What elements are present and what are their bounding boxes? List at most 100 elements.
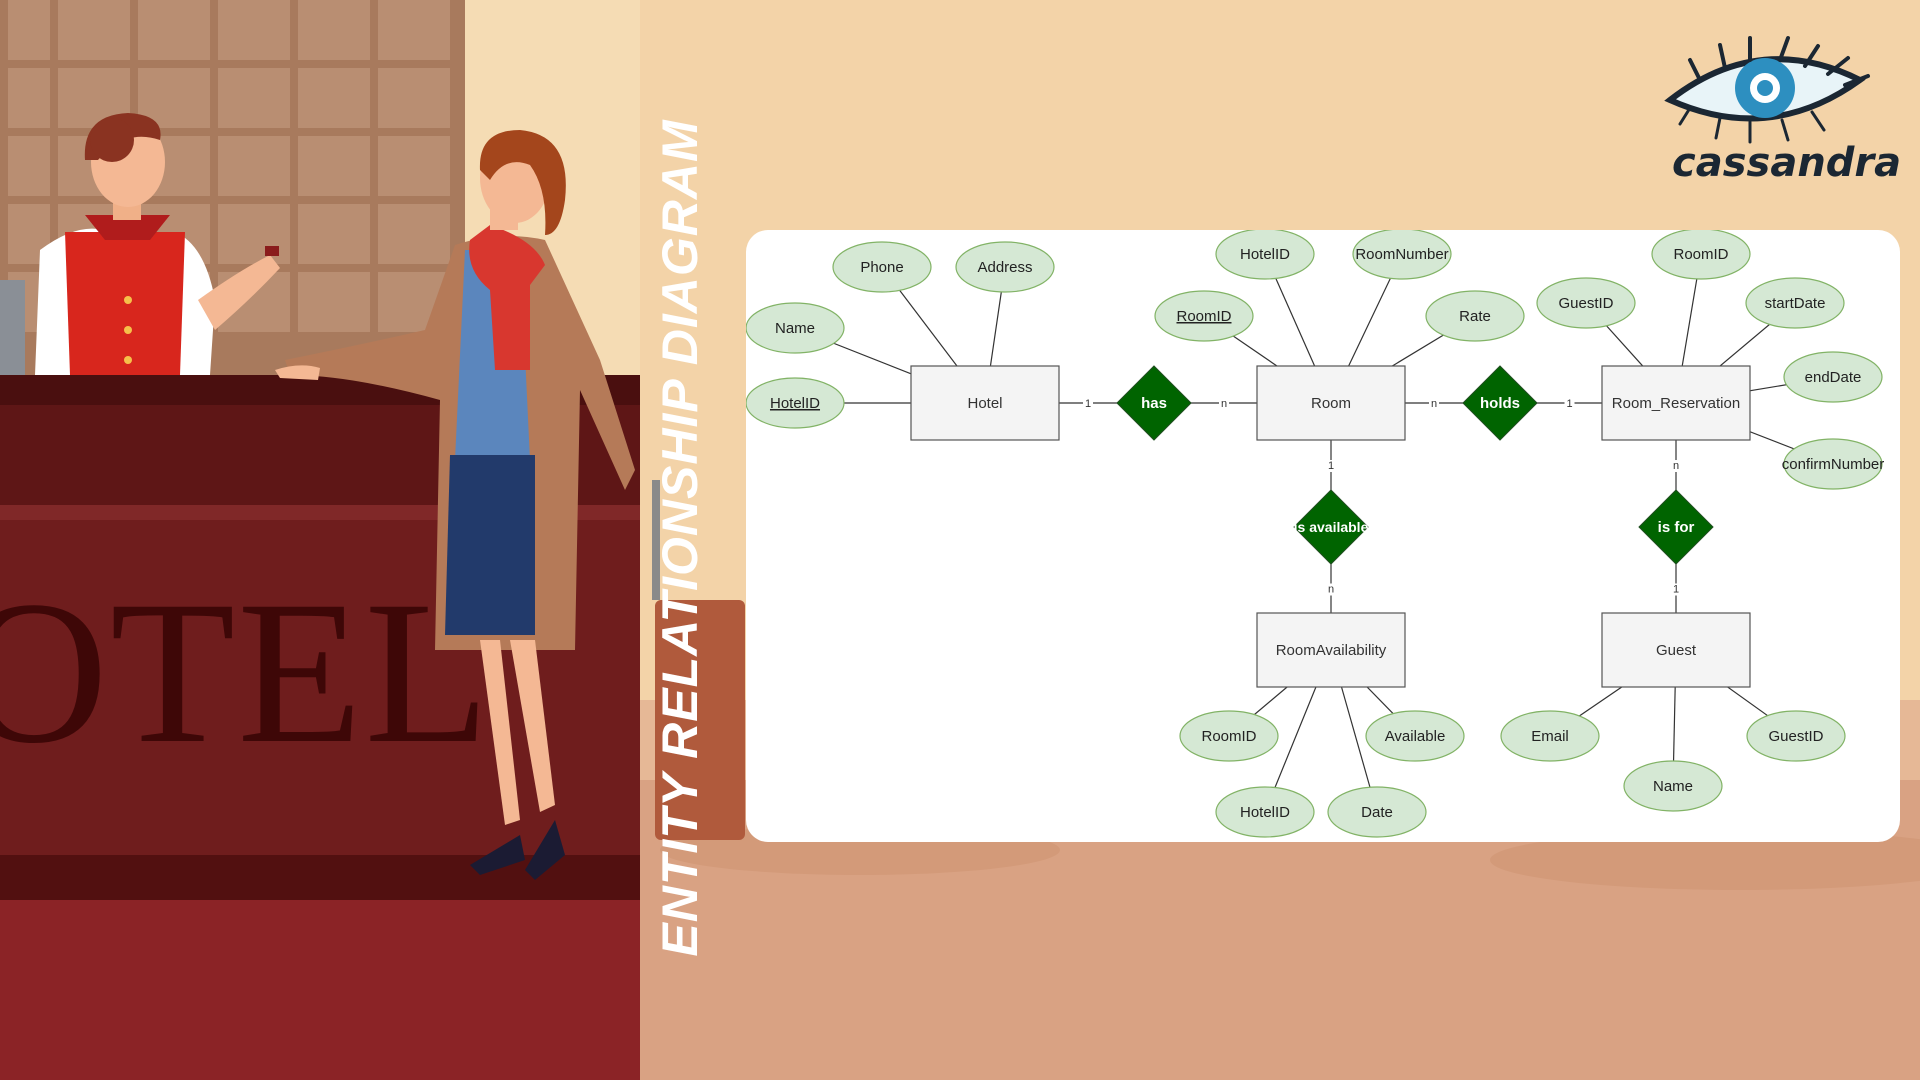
attribute-label: Rate (1459, 308, 1491, 325)
attribute-ellipse (1746, 710, 1846, 762)
entity-label: Guest (1656, 642, 1697, 659)
attribute-ellipse (1745, 277, 1845, 329)
hotel-sign-text: OTEL (0, 559, 492, 786)
relationship-diamond (1462, 365, 1538, 441)
entity-room: Room (1256, 365, 1406, 441)
entity-label: Room (1311, 395, 1351, 412)
relationship-label: holds (1480, 395, 1520, 412)
relationship-label: is available (1294, 519, 1369, 535)
attribute-avail-date: Date (1327, 786, 1427, 838)
attribute-ellipse (1500, 710, 1600, 762)
attribute-ellipse (1783, 438, 1883, 490)
attribute-label: endDate (1805, 369, 1862, 386)
cardinality-background (1564, 398, 1575, 410)
attribute-res-enddate: endDate (1783, 351, 1883, 403)
relationship-label: is for (1658, 519, 1695, 536)
cardinality-label: 1 (1566, 398, 1572, 410)
attribute-ellipse (1651, 230, 1751, 280)
attribute-label: Phone (860, 259, 903, 276)
attribute-label: RoomID (1201, 728, 1256, 745)
entity-box (1256, 612, 1406, 688)
entity-availability: RoomAvailability (1256, 612, 1406, 688)
attribute-ellipse (1352, 230, 1452, 280)
attribute-guest-guestid: GuestID (1746, 710, 1846, 762)
attribute-ellipse (1783, 351, 1883, 403)
attribute-res-startdate: startDate (1745, 277, 1845, 329)
cardinality-label: 1 (1085, 398, 1091, 410)
suitcase (652, 480, 745, 840)
entity-box (1601, 365, 1751, 441)
attribute-ellipse (955, 241, 1055, 293)
cardinality-background (1671, 460, 1681, 472)
attribute-label: HotelID (1240, 804, 1290, 821)
attribute-ellipse (1365, 710, 1465, 762)
cardinality-background (1083, 398, 1093, 410)
entity-label: Hotel (967, 395, 1002, 412)
attribute-ellipse (1215, 230, 1315, 280)
cardinality-label: n (1221, 398, 1227, 410)
cardinality-label: n (1673, 460, 1679, 472)
attribute-ellipse (1327, 786, 1427, 838)
attribute-hotel-phone: Phone (832, 241, 932, 293)
entity-guest: Guest (1601, 612, 1751, 688)
receptionist (0, 113, 280, 375)
attribute-label: RoomID (1673, 246, 1728, 263)
entity-label: RoomAvailability (1276, 642, 1387, 659)
entity-label: Room_Reservation (1612, 395, 1740, 412)
cardinality-background (1326, 460, 1336, 472)
attribute-label: GuestID (1768, 728, 1823, 745)
relationship-label: has (1141, 395, 1167, 412)
attribute-res-confirmnumber: confirmNumber (1782, 438, 1885, 490)
attribute-guest-name: Name (1623, 760, 1723, 812)
attribute-room-roomid: RoomID (1154, 290, 1254, 342)
attribute-guest-email: Email (1500, 710, 1600, 762)
attribute-ellipse (1623, 760, 1723, 812)
attribute-label: HotelID (1240, 246, 1290, 263)
attribute-avail-available: Available (1365, 710, 1465, 762)
attribute-res-roomid: RoomID (1651, 230, 1751, 280)
cardinality-label: 1 (1673, 584, 1679, 596)
attribute-label: confirmNumber (1782, 456, 1885, 473)
attribute-label: startDate (1765, 295, 1826, 312)
relationship-diamond (1638, 489, 1714, 565)
attribute-label: HotelID (770, 395, 820, 412)
relationship-diamond (1293, 489, 1369, 565)
attribute-ellipse (832, 241, 932, 293)
relationship-is_available: is available (1293, 489, 1369, 565)
cardinality-background (1429, 398, 1439, 410)
entity-box (910, 365, 1060, 441)
cassandra-logo-text: cassandra (1672, 140, 1902, 186)
cardinality-background (1326, 583, 1336, 596)
attribute-hotel-name: Name (746, 302, 845, 354)
attribute-label: Name (775, 320, 815, 337)
attribute-ellipse (1425, 290, 1525, 342)
attribute-ellipse (1179, 710, 1279, 762)
attribute-label: Name (1653, 778, 1693, 795)
attribute-label: RoomID (1176, 308, 1231, 325)
attribute-ellipse (746, 302, 845, 354)
attribute-ellipse (1154, 290, 1254, 342)
attribute-hotel-hotelid: HotelID (746, 377, 845, 429)
entity-hotel: Hotel (910, 365, 1060, 441)
attribute-ellipse (746, 377, 845, 429)
attribute-label: Address (977, 259, 1032, 276)
attribute-room-hotelid: HotelID (1215, 230, 1315, 280)
attribute-label: GuestID (1558, 295, 1613, 312)
attribute-ellipse (1536, 277, 1636, 329)
attribute-avail-hotelid: HotelID (1215, 786, 1315, 838)
entity-box (1256, 365, 1406, 441)
relationship-is_for: is for (1638, 489, 1714, 565)
cardinality-background (1671, 583, 1681, 596)
attribute-room-rate: Rate (1425, 290, 1525, 342)
attribute-label: Date (1361, 804, 1393, 821)
attribute-avail-roomid: RoomID (1179, 710, 1279, 762)
attribute-label: Available (1385, 728, 1446, 745)
attribute-room-roomnumber: RoomNumber (1352, 230, 1452, 280)
entity-box (1601, 612, 1751, 688)
relationship-diamond (1116, 365, 1192, 441)
cardinality-background (1219, 398, 1229, 410)
attribute-res-guestid: GuestID (1536, 277, 1636, 329)
attribute-label: RoomNumber (1355, 246, 1448, 263)
